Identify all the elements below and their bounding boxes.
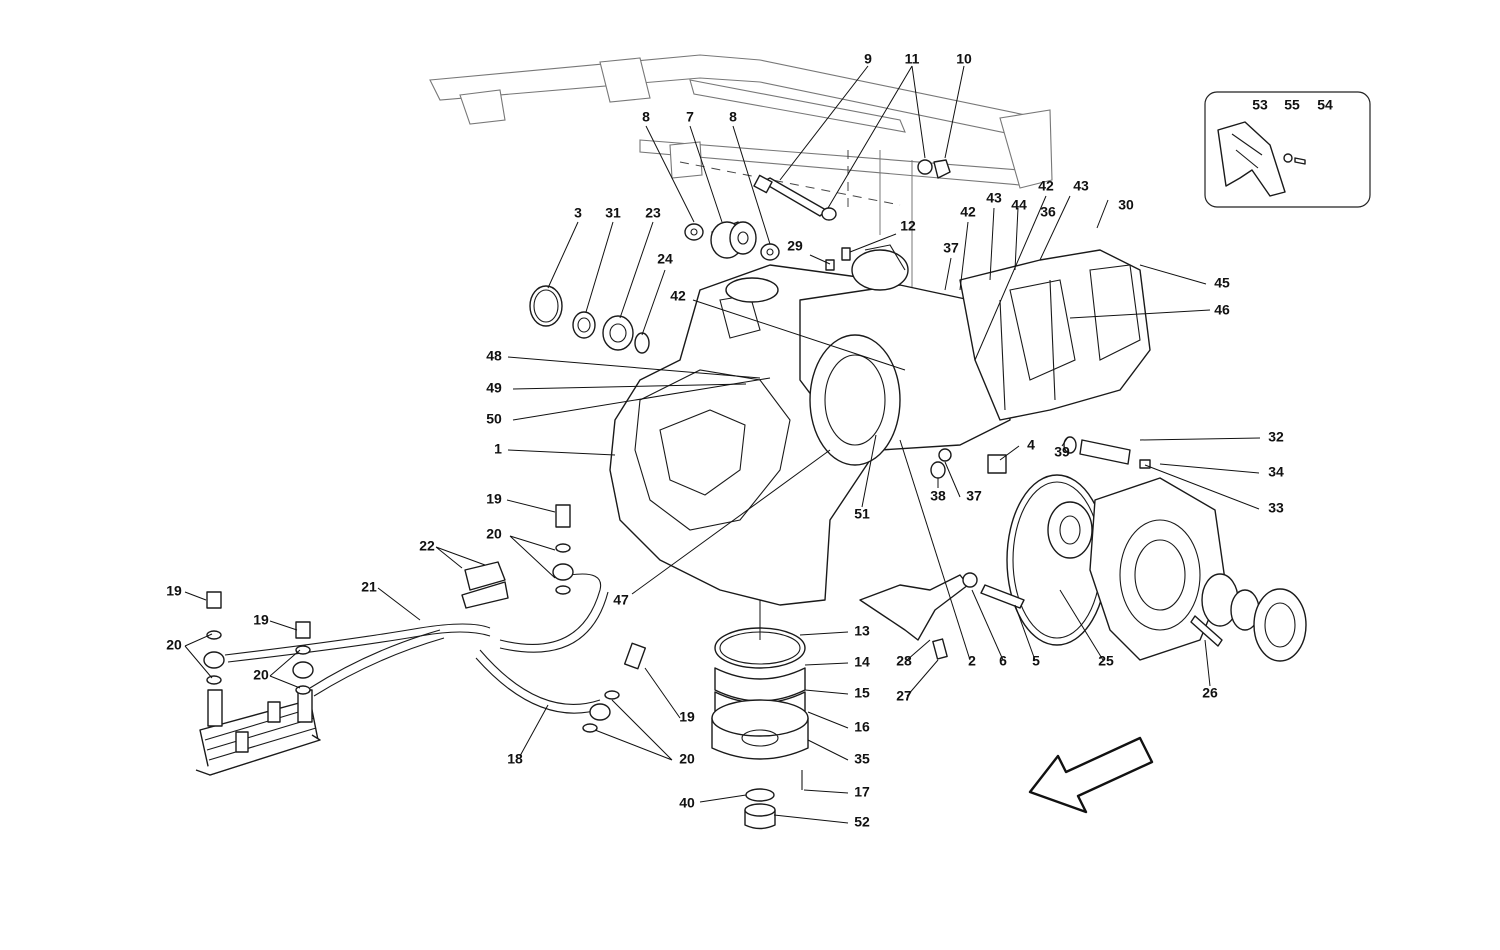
callout-44: 44 (1011, 197, 1027, 213)
callout-1: 1 (494, 441, 502, 457)
callout-42: 42 (960, 204, 976, 220)
callout-19: 19 (166, 583, 182, 599)
callout-39: 39 (1054, 444, 1070, 460)
callout-40: 40 (679, 795, 695, 811)
callout-12: 12 (900, 218, 916, 234)
callout-49: 49 (486, 380, 502, 396)
callout-19: 19 (679, 709, 695, 725)
callout-25: 25 (1098, 653, 1114, 669)
callout-43: 43 (1073, 178, 1089, 194)
callout-37: 37 (943, 240, 959, 256)
callout-9: 9 (864, 51, 872, 67)
callout-3: 3 (574, 205, 582, 221)
callout-13: 13 (854, 623, 870, 639)
callout-21: 21 (361, 579, 377, 595)
callout-20: 20 (166, 637, 182, 653)
callout-labels: 9 11 10 8 7 8 3 31 23 24 29 12 42 37 42 … (166, 51, 1333, 830)
callout-28: 28 (896, 653, 912, 669)
callout-15: 15 (854, 685, 870, 701)
oil-cooler-lines (195, 504, 647, 776)
callout-2: 2 (968, 653, 976, 669)
callout-34: 34 (1268, 464, 1284, 480)
callout-4: 4 (1027, 437, 1035, 453)
callout-42: 42 (1038, 178, 1054, 194)
callout-55: 55 (1284, 97, 1300, 113)
callout-26: 26 (1202, 685, 1218, 701)
callout-43: 43 (986, 190, 1002, 206)
callout-10: 10 (956, 51, 972, 67)
callout-19: 19 (253, 612, 269, 628)
callout-36: 36 (1040, 204, 1056, 220)
callout-14: 14 (854, 654, 870, 670)
bearing-stack (529, 285, 650, 354)
mount-parts (684, 159, 951, 271)
callout-8: 8 (729, 109, 737, 125)
side-cover-assembly (859, 436, 1307, 662)
callout-20: 20 (486, 526, 502, 542)
callout-6: 6 (999, 653, 1007, 669)
callout-45: 45 (1214, 275, 1230, 291)
callout-38: 38 (930, 488, 946, 504)
gearbox-housing (609, 244, 1151, 606)
callout-30: 30 (1118, 197, 1134, 213)
callout-47: 47 (613, 592, 629, 608)
callout-50: 50 (486, 411, 502, 427)
detail-inset (1204, 91, 1371, 208)
callout-11: 11 (905, 51, 920, 67)
front-direction-arrow-icon (1028, 736, 1154, 814)
callout-19: 19 (486, 491, 502, 507)
callout-20: 20 (253, 667, 269, 683)
callout-32: 32 (1268, 429, 1284, 445)
filter-stack (711, 600, 809, 830)
callout-53: 53 (1252, 97, 1268, 113)
callout-18: 18 (507, 751, 523, 767)
leader-lines (184, 65, 1323, 824)
callout-46: 46 (1214, 302, 1230, 318)
callout-29: 29 (787, 238, 803, 254)
callout-23: 23 (645, 205, 661, 221)
callout-35: 35 (854, 751, 870, 767)
callout-5: 5 (1032, 653, 1040, 669)
callout-17: 17 (854, 784, 870, 800)
callout-22: 22 (419, 538, 435, 554)
callout-20: 20 (679, 751, 695, 767)
callout-7: 7 (686, 109, 694, 125)
callout-51: 51 (854, 506, 870, 522)
callout-27: 27 (896, 688, 912, 704)
callout-52: 52 (854, 814, 870, 830)
callout-16: 16 (854, 719, 870, 735)
callout-33: 33 (1268, 500, 1284, 516)
callout-31: 31 (605, 205, 621, 221)
callout-48: 48 (486, 348, 502, 364)
callout-54: 54 (1317, 97, 1333, 113)
rear-frame-ghost (429, 54, 1053, 290)
callout-42: 42 (670, 288, 686, 304)
callout-8: 8 (642, 109, 650, 125)
callout-37: 37 (966, 488, 982, 504)
callout-24: 24 (657, 251, 673, 267)
